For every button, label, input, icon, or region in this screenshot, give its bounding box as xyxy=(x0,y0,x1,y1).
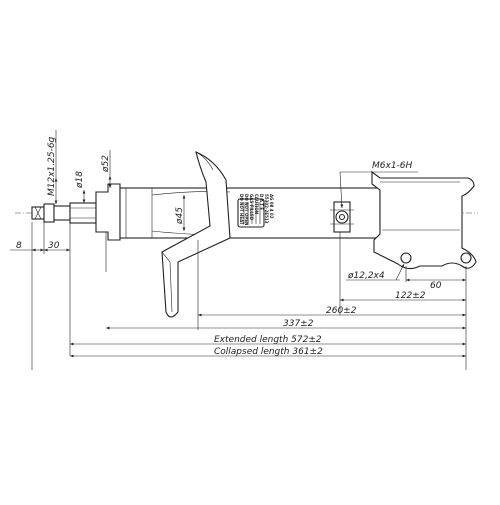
length-122-label: 122±2 xyxy=(395,291,426,301)
mount-hole-left xyxy=(400,252,412,264)
label-line: D A T E xyxy=(259,194,264,210)
bracket-thread-label: M6x1-6H xyxy=(372,161,413,171)
tube-diameter-label: ø45 xyxy=(175,207,185,225)
label-line: AG 08 4 02 xyxy=(269,194,274,219)
thread-spec-label: M12x1.25-6g xyxy=(47,136,57,196)
sensor-bracket xyxy=(330,201,354,233)
length-337-label: 337±2 xyxy=(283,319,314,329)
caution-label: AG 08 4 02 55302-2E513 D A T E CAUTION G… xyxy=(239,194,274,227)
collapsed-length-label: Collapsed length 361±2 xyxy=(214,347,323,357)
knuckle-bracket xyxy=(371,170,477,270)
hole-spec-label: ø12,2x4 xyxy=(347,271,385,281)
spring-seat xyxy=(161,151,231,318)
length-260-label: 260±2 xyxy=(326,306,357,316)
label-line: GAS FILLED xyxy=(249,194,254,221)
dim-lines xyxy=(10,130,467,370)
label-plate xyxy=(237,198,265,228)
tip-length-label: 8 xyxy=(16,241,22,251)
hole-spacing-label: 60 xyxy=(430,281,442,291)
piston-rod xyxy=(31,202,97,224)
extended-length-label: Extended length 572±2 xyxy=(214,335,322,345)
label-line: CAUTION xyxy=(254,194,259,214)
label-line: DO NOT OPEN xyxy=(244,194,249,225)
rod-length-label: 30 xyxy=(48,241,60,251)
label-line: 55302-2E513 xyxy=(264,194,269,224)
top-cap xyxy=(95,183,121,241)
rod-diameter-label: ø18 xyxy=(75,171,85,189)
mount-hole-right xyxy=(460,252,472,264)
label-line: DO NOT HEAT xyxy=(239,194,244,225)
body-diameter-label: ø52 xyxy=(101,155,111,173)
